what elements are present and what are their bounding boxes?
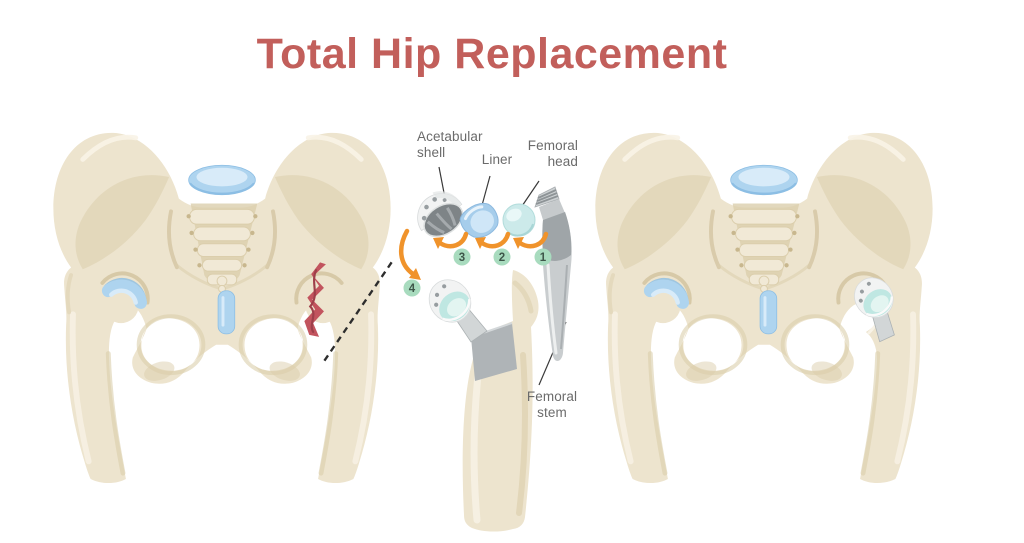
step-arrow-3 [433,231,469,249]
acetabular-shell-component [417,191,464,238]
label-liner: Liner [481,152,513,167]
svg-text:1: 1 [540,252,547,264]
figure-implant-steps: 3 2 1 4 [399,166,572,532]
step-badge-2: 2 [493,248,511,266]
label-femoral-head: Femoral head [527,138,578,170]
step-arrow-1 [513,231,549,249]
page-title: Total Hip Replacement [256,30,728,78]
svg-text:2: 2 [499,252,505,264]
step-badge-1: 1 [534,248,552,266]
step-arrow-4 [399,228,421,280]
femoral-head-component [502,203,536,237]
svg-text:4: 4 [409,283,416,295]
assembled-implant-femur [419,270,539,532]
step-arrow-2 [475,231,511,249]
joint-damage [304,262,326,337]
svg-text:3: 3 [459,252,465,264]
figure-replaced-hip [564,118,964,491]
figure-damaged-hip [22,118,422,491]
step-badge-3: 3 [453,248,471,266]
step-badge-4: 4 [403,279,421,297]
label-acetabular-shell: Acetabular shell [417,129,483,161]
label-femoral-stem: Femoral stem [526,389,578,421]
liner-component [459,202,499,238]
resection-line [322,261,393,363]
femoral-stem-component [534,186,572,362]
